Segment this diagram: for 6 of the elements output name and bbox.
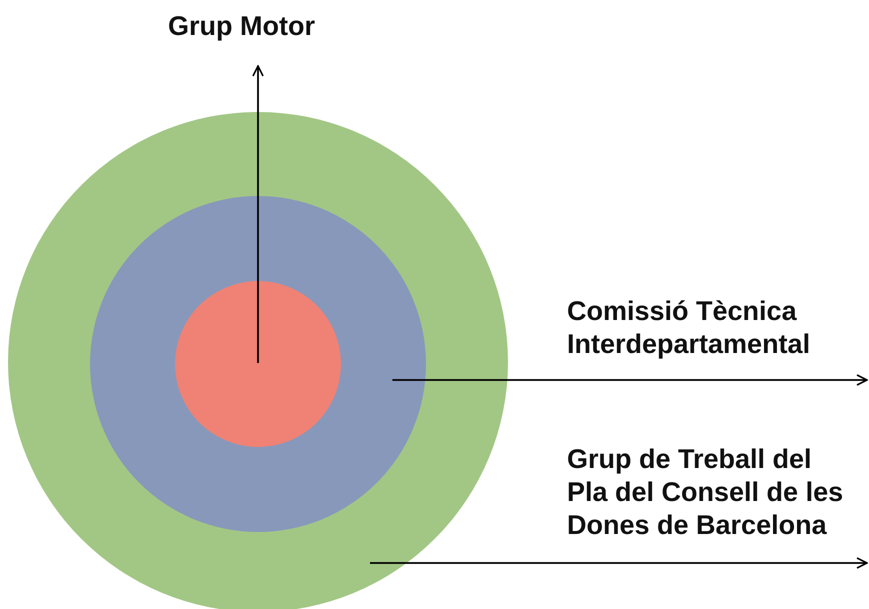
label-text: Grup Motor xyxy=(168,10,338,44)
label-text: Grup de Treball del Pla del Consell de les Dones de Barcelona xyxy=(567,443,852,542)
arrow xyxy=(252,65,264,363)
label-text: Comissió Tècnica Interdepartamental xyxy=(567,295,867,361)
arrow xyxy=(370,557,868,569)
arrow xyxy=(392,374,868,386)
